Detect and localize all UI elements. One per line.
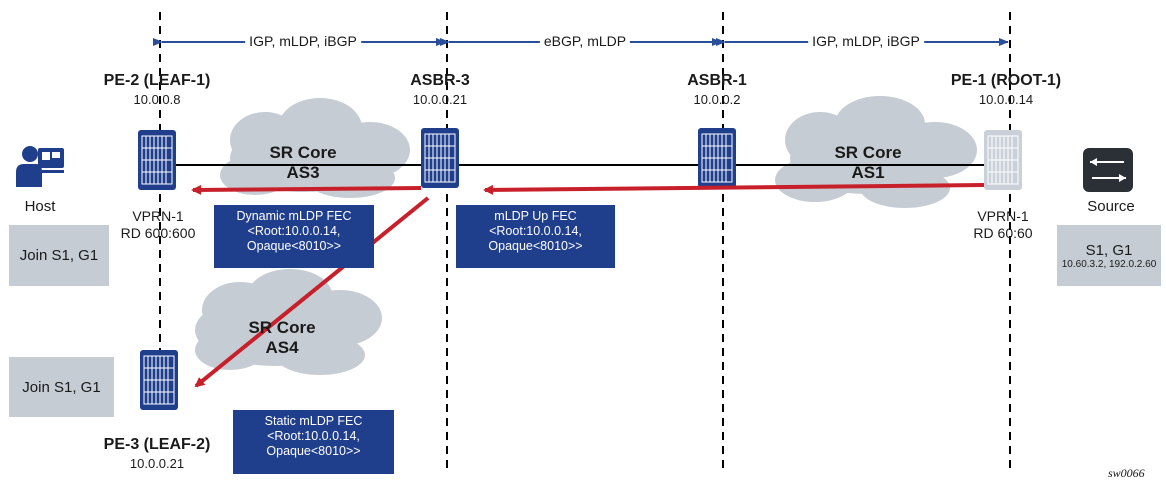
core-label-as1: SR Core AS1 [834, 143, 901, 183]
join-box-host: Join S1, G1 [9, 225, 109, 286]
source-sg-box: S1, G1 10.60.3.2, 192.0.2.60 [1057, 225, 1161, 286]
vprn-name-pe1: VPRN-1 [977, 208, 1029, 224]
fec-box-up: mLDP Up FEC <Root:10.0.0.14, Opaque<8010… [456, 205, 615, 268]
router-ip-pe2: 10.0.0.8 [133, 92, 181, 107]
rd-pe1: RD 60:60 [973, 225, 1033, 241]
join-box-pe3: Join S1, G1 [9, 357, 114, 417]
router-pe3 [139, 349, 179, 411]
source-addresses: 10.60.3.2, 192.0.2.60 [1061, 258, 1157, 270]
mldp-path-arrows [191, 183, 985, 388]
vprn-name-pe2: VPRN-1 [132, 208, 184, 224]
vprn-label-pe2: VPRN-1 RD 600:600 [121, 208, 196, 242]
router-pe2 [137, 129, 177, 191]
core-as4-line1: SR Core [248, 318, 316, 337]
join-text-host: Join S1, G1 [19, 247, 99, 264]
fec-static-line3: Opaque<8010>> [266, 444, 361, 458]
fec-dynamic-line2: <Root:10.0.0.14, [247, 224, 341, 238]
router-name-pe1: PE-1 (ROOT-1) [950, 72, 1062, 89]
core-label-as3: SR Core AS3 [269, 143, 336, 183]
router-name-asbr1: ASBR-1 [687, 72, 747, 89]
router-pe1 [983, 129, 1023, 191]
fec-up-line2: <Root:10.0.0.14, [489, 224, 582, 238]
fec-up-line3: Opaque<8010>> [488, 239, 583, 253]
host-label: Host [24, 198, 56, 215]
host-icon [16, 146, 64, 187]
fec-static-line2: <Root:10.0.0.14, [267, 429, 360, 443]
core-as1-line2: AS1 [851, 163, 885, 182]
protocol-label-right: IGP, mLDP, iBGP [808, 33, 924, 49]
router-ip-pe1: 10.0.0.14 [978, 92, 1034, 107]
router-name-pe2: PE-2 (LEAF-1) [103, 72, 211, 89]
core-as1-line1: SR Core [834, 143, 902, 162]
cloud-as4 [195, 269, 382, 375]
router-name-asbr3: ASBR-3 [410, 72, 470, 89]
protocol-label-middle: eBGP, mLDP [539, 33, 631, 49]
rd-pe2: RD 600:600 [120, 225, 196, 241]
router-asbr1 [697, 127, 737, 189]
router-ip-pe3: 10.0.0.21 [129, 456, 185, 471]
source-sg-text: S1, G1 [1085, 241, 1133, 259]
fec-dynamic-line1: Dynamic mLDP FEC [236, 209, 352, 223]
source-label: Source [1087, 198, 1135, 215]
router-asbr3 [420, 127, 460, 189]
join-text-pe3: Join S1, G1 [22, 378, 101, 396]
core-label-as4: SR Core AS4 [248, 318, 315, 358]
router-ip-asbr1: 10.0.0.2 [693, 92, 741, 107]
core-as4-line2: AS4 [265, 338, 299, 357]
protocol-label-left: IGP, mLDP, iBGP [245, 33, 361, 49]
core-as3-line1: SR Core [269, 143, 337, 162]
fec-up-line1: mLDP Up FEC [494, 209, 577, 223]
router-ip-asbr3: 10.0.0.21 [412, 92, 468, 107]
fec-dynamic-line3: Opaque<8010>> [246, 239, 342, 253]
vprn-label-pe1: VPRN-1 RD 60:60 [973, 208, 1032, 242]
source-switch-icon [1083, 148, 1133, 192]
router-name-pe3: PE-3 (LEAF-2) [103, 436, 211, 453]
fec-box-static: Static mLDP FEC <Root:10.0.0.14, Opaque<… [233, 410, 394, 474]
fec-static-line1: Static mLDP FEC [264, 414, 363, 428]
core-as3-line2: AS3 [286, 163, 320, 182]
figure-tag: sw0066 [1108, 466, 1145, 480]
fec-box-dynamic: Dynamic mLDP FEC <Root:10.0.0.14, Opaque… [214, 205, 374, 268]
